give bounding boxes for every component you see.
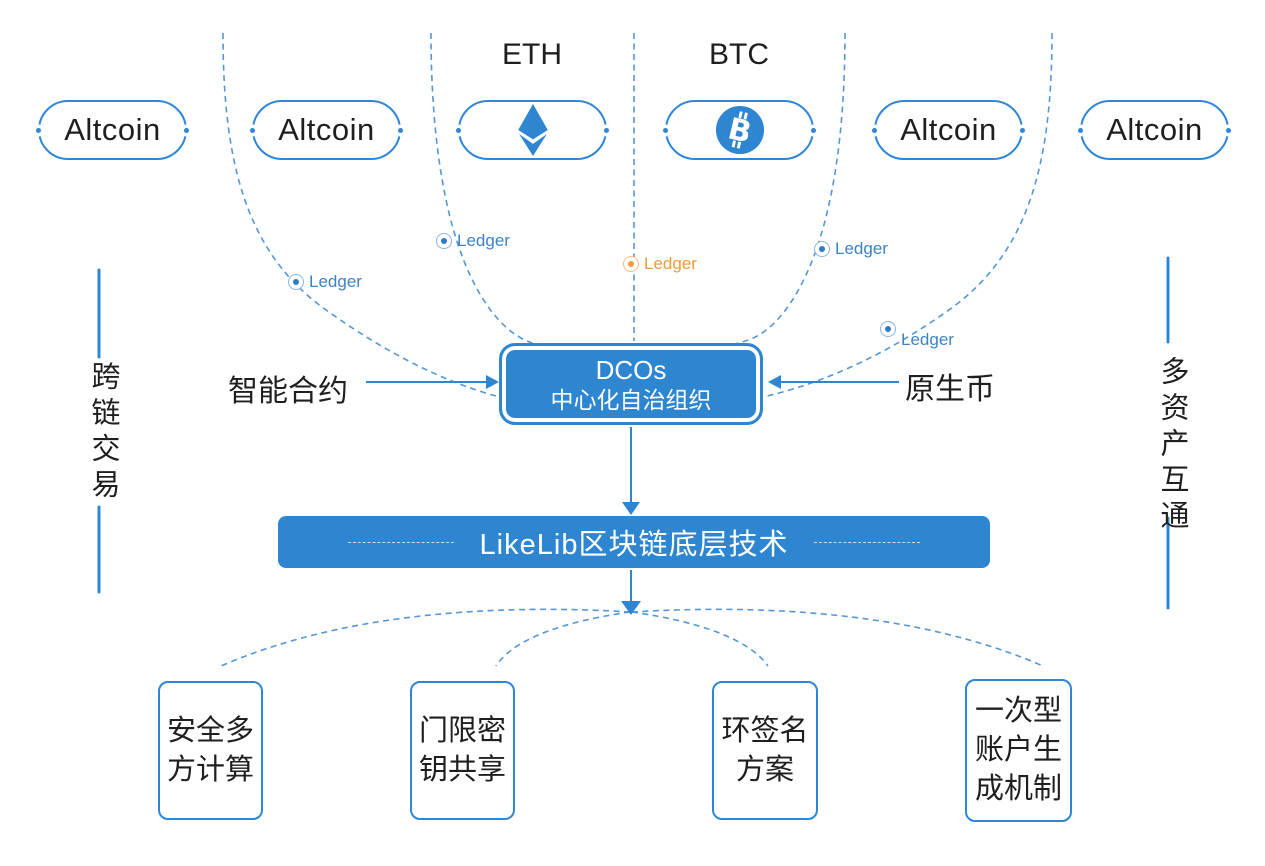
box-text-line: 环签名 bbox=[721, 714, 809, 747]
coin-label: Altcoin bbox=[900, 112, 997, 147]
box-text-line: 一次型 bbox=[974, 695, 1062, 727]
btc-caption: BTC bbox=[709, 38, 769, 71]
pill-edge-dot bbox=[456, 127, 461, 133]
curve-coin5-to-dco bbox=[766, 32, 1053, 397]
ethereum-icon bbox=[517, 104, 548, 156]
arrowhead-down-1 bbox=[622, 502, 640, 515]
solution-box-ring-signature: 环签名 方案 bbox=[712, 681, 818, 820]
coin-pill-altcoin-3: Altcoin bbox=[872, 100, 1025, 160]
box-text-line: 成机制 bbox=[974, 773, 1062, 805]
dco-node: DCOs 中心化自治组织 bbox=[499, 343, 763, 425]
curve-coin1-to-dco bbox=[222, 32, 497, 397]
ledger-tag-5: Ledger bbox=[880, 319, 954, 349]
coin-label: Altcoin bbox=[1106, 112, 1203, 147]
coin-label: Altcoin bbox=[278, 112, 375, 147]
pill-edge-dot bbox=[872, 127, 877, 133]
pill-edge-dot bbox=[663, 127, 668, 133]
curve-coin2-to-dco bbox=[430, 32, 546, 348]
likelib-platform-bar: LikeLib区块链底层技术 bbox=[278, 516, 990, 568]
box-text-line: 门限密 bbox=[418, 714, 506, 747]
pill-edge-dot bbox=[811, 127, 816, 133]
ledger-bullseye-icon bbox=[880, 321, 896, 337]
bar-left-dash-decoration bbox=[347, 541, 454, 543]
solution-box-secure-multiparty: 安全多 方计算 bbox=[158, 681, 263, 820]
box-text-line: 安全多 bbox=[166, 714, 254, 747]
box-text-line: 方案 bbox=[735, 753, 794, 786]
coin-pill-eth bbox=[456, 100, 609, 160]
smart-contract-label: 智能合约 bbox=[228, 375, 348, 408]
arrowhead-down-2 bbox=[621, 601, 641, 615]
coin-pill-btc: B bbox=[663, 100, 816, 160]
bitcoin-icon: B bbox=[715, 105, 764, 155]
ledger-label: Ledger bbox=[457, 231, 510, 250]
ledger-label: Ledger bbox=[835, 239, 888, 258]
ledger-label: Ledger bbox=[901, 330, 954, 349]
ledger-tag-1: Ledger bbox=[288, 272, 362, 292]
dco-title: DCOs bbox=[595, 354, 667, 385]
eth-caption: ETH bbox=[502, 38, 562, 71]
pill-edge-dot bbox=[250, 127, 255, 133]
cross-chain-trade-vertical-label: 跨链交易 bbox=[87, 361, 119, 505]
likelib-platform-label: LikeLib区块链底层技术 bbox=[479, 529, 789, 561]
coin-label: Altcoin bbox=[64, 112, 161, 147]
pill-edge-dot bbox=[604, 127, 609, 133]
pill-edge-dot bbox=[1226, 127, 1231, 133]
ledger-tag-2: Ledger bbox=[436, 231, 510, 251]
fan-curve-box4 bbox=[631, 608, 1044, 667]
coin-pill-altcoin-4: Altcoin bbox=[1078, 100, 1231, 160]
pill-edge-dot bbox=[1020, 127, 1025, 133]
pill-edge-dot bbox=[36, 127, 41, 133]
ledger-bullseye-icon bbox=[814, 241, 830, 257]
ledger-bullseye-icon bbox=[436, 233, 452, 249]
ledger-label: Ledger bbox=[309, 272, 362, 291]
box-text-line: 方计算 bbox=[166, 753, 254, 786]
pill-edge-dot bbox=[398, 127, 403, 133]
arrowhead-right bbox=[486, 375, 499, 389]
coin-pill-altcoin-2: Altcoin bbox=[250, 100, 403, 160]
arrowhead-left bbox=[768, 375, 781, 389]
ledger-tag-3-orange: Ledger bbox=[623, 254, 697, 274]
pill-edge-dot bbox=[184, 127, 189, 133]
solution-box-threshold-key: 门限密 钥共享 bbox=[410, 681, 515, 820]
multi-asset-interop-vertical-label: 多资产互通 bbox=[1156, 356, 1188, 536]
ledger-label: Ledger bbox=[644, 254, 697, 273]
box-text-line: 账户生 bbox=[974, 734, 1062, 766]
pill-edge-dot bbox=[1078, 127, 1083, 133]
fan-curve-box2 bbox=[495, 611, 631, 667]
coin-pill-altcoin-1: Altcoin bbox=[36, 100, 189, 160]
bar-right-dash-decoration bbox=[814, 541, 921, 543]
ledger-bullseye-icon bbox=[288, 274, 304, 290]
solution-box-onetime-account: 一次型 账户生 成机制 bbox=[965, 679, 1072, 822]
curve-coin4-to-dco bbox=[718, 32, 846, 348]
native-coin-label: 原生币 bbox=[905, 373, 995, 406]
ledger-tag-4: Ledger bbox=[814, 239, 888, 259]
fan-curve-box3 bbox=[631, 611, 769, 667]
box-text-line: 钥共享 bbox=[418, 753, 506, 786]
ledger-bullseye-icon bbox=[623, 256, 639, 272]
dco-subtitle: 中心化自治组织 bbox=[550, 386, 712, 413]
fan-curve-box1 bbox=[220, 608, 631, 667]
